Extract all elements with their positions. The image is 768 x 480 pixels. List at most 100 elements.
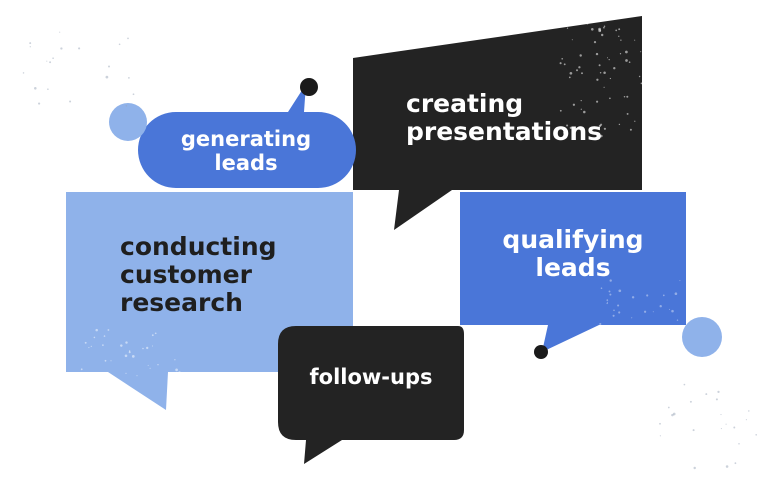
speckle	[175, 368, 178, 372]
speckle	[603, 86, 605, 88]
speckle	[125, 104, 128, 107]
speckle	[603, 71, 606, 74]
bubble-generating-leads	[138, 84, 356, 188]
speckle	[659, 305, 662, 308]
speckle	[178, 371, 181, 374]
label-line: creating	[406, 89, 524, 118]
label-line: generating	[180, 127, 312, 151]
speckle	[78, 47, 81, 50]
speckle	[626, 95, 629, 98]
speckle	[125, 372, 127, 374]
speckle	[738, 442, 740, 445]
speckle	[648, 98, 650, 100]
label-line: follow-ups	[309, 365, 433, 389]
speckle	[568, 76, 571, 79]
speckle	[725, 423, 727, 425]
speckle	[120, 344, 123, 347]
speckle	[572, 103, 576, 106]
speckle	[29, 46, 31, 48]
speckle	[136, 375, 138, 377]
dot-dark-bottom	[534, 345, 548, 359]
speckle	[609, 77, 612, 80]
speckle	[640, 51, 642, 53]
speckle	[38, 102, 41, 105]
speckle	[671, 309, 674, 313]
speckle	[734, 462, 737, 465]
speckle	[748, 410, 750, 412]
speckle	[600, 33, 604, 37]
label-line: leads	[214, 150, 278, 175]
speckle	[618, 289, 622, 293]
speckle	[559, 62, 562, 65]
speckle	[647, 72, 650, 75]
speckle	[606, 57, 609, 59]
speckle	[154, 332, 157, 335]
speckle	[571, 39, 573, 41]
speckle	[90, 345, 92, 347]
speckle	[609, 293, 612, 296]
speckle	[645, 58, 647, 60]
speckle	[95, 328, 98, 332]
speckle	[606, 302, 608, 305]
speckle	[603, 127, 607, 130]
speckle	[578, 66, 581, 69]
speckle	[142, 347, 144, 350]
speckle	[125, 341, 128, 344]
label-line: qualifying	[502, 225, 644, 254]
speckle	[720, 414, 722, 416]
speckle	[608, 58, 610, 61]
label-conducting-customer-research: conducting customer research	[120, 233, 277, 317]
speckle	[634, 39, 636, 41]
speckle	[643, 310, 647, 313]
speckle	[127, 37, 129, 40]
speckle	[755, 434, 757, 436]
speckle	[674, 292, 678, 295]
speckle	[174, 359, 176, 361]
speckle	[609, 97, 611, 100]
bubble-creating-presentations	[353, 16, 642, 230]
speckle	[599, 71, 602, 74]
speckle	[667, 406, 670, 409]
speckle	[618, 28, 621, 31]
speckle	[566, 130, 568, 132]
speckle	[672, 412, 676, 416]
label-line: research	[120, 288, 243, 317]
speckle	[618, 35, 620, 37]
speckle	[620, 39, 622, 41]
speckle	[598, 124, 602, 128]
speckle	[559, 109, 562, 112]
speckle	[110, 360, 112, 362]
speckle	[80, 368, 83, 371]
dot-dark-top	[300, 78, 318, 96]
speckle	[47, 88, 49, 90]
bubble-qualifying-leads	[460, 192, 686, 352]
speckle	[157, 364, 159, 366]
speckle	[618, 123, 621, 126]
speckle	[606, 299, 609, 301]
speckle	[603, 25, 606, 27]
speckle	[596, 100, 599, 103]
label-line: presentations	[406, 117, 603, 146]
speckle	[566, 124, 569, 127]
speckle	[93, 336, 96, 339]
speckle	[563, 131, 566, 135]
speckle	[59, 31, 61, 33]
speckle	[569, 71, 573, 75]
label-line: customer	[120, 260, 252, 289]
speckle	[60, 47, 63, 50]
speckle	[563, 63, 566, 66]
speckle	[29, 42, 32, 45]
speckle	[683, 383, 686, 386]
label-qualifying-leads: qualifying leads	[468, 226, 678, 282]
dot-light-right	[682, 317, 722, 357]
speckle	[617, 304, 620, 307]
speckle	[608, 290, 611, 293]
speckle	[629, 128, 632, 131]
speckle	[646, 294, 649, 297]
speckle	[623, 95, 626, 98]
speckle	[128, 351, 131, 354]
speckle	[619, 53, 622, 55]
speckle	[69, 100, 72, 103]
